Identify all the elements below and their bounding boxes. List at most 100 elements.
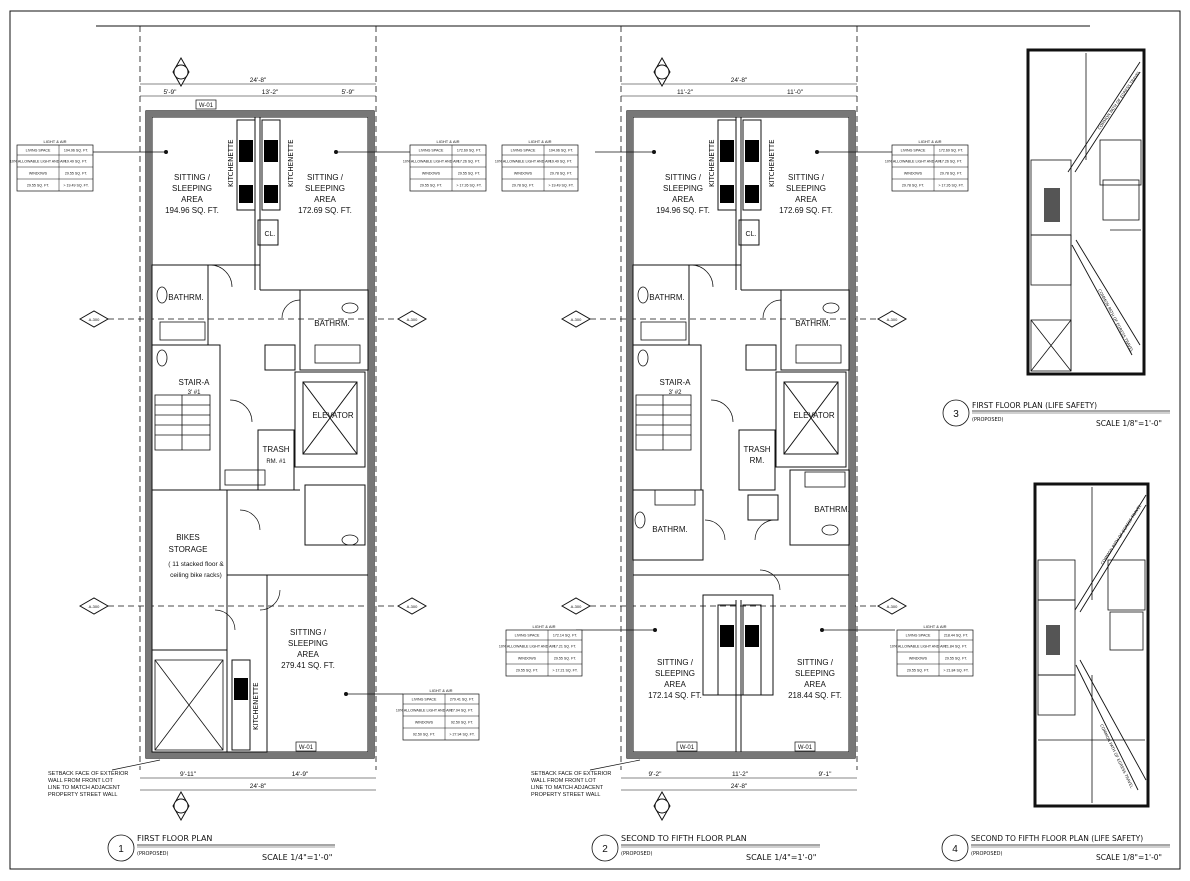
- plan-title-block: 2 SECOND TO FIFTH FLOOR PLAN (PROPOSED) …: [591, 834, 820, 862]
- table-cell-value: > 21.84 SQ. FT.: [943, 669, 968, 673]
- wall-fill-right: [368, 111, 374, 758]
- leader-dot: [820, 628, 824, 632]
- room-bikes-l1: BIKES: [176, 533, 200, 542]
- table-cell-value: 172.69 SQ. FT.: [939, 149, 963, 153]
- room-bathroom-right: BATHRM.: [795, 319, 830, 328]
- section-marker-left-2: A-300: [78, 597, 110, 615]
- svg-text:A-300: A-300: [887, 604, 898, 609]
- room-sitting-left-l2: SLEEPING: [663, 184, 703, 193]
- room-sitting-left-l1: SITTING /: [665, 173, 702, 182]
- setback-note: SETBACK FACE OF EXTERIOR WALL FROM FRONT…: [48, 771, 128, 798]
- plan-first-floor: SITTING / SLEEPING AREA 194.96 SQ. FT. S…: [48, 26, 428, 862]
- plan-scale: SCALE 1/4"=1'-0": [746, 853, 816, 862]
- table-frame: [501, 144, 579, 192]
- plan-title-block: 3 FIRST FLOOR PLAN (LIFE SAFETY) (PROPOS…: [942, 399, 1170, 428]
- plan-title-block: 4 SECOND TO FIFTH FLOOR PLAN (LIFE SAFET…: [941, 834, 1170, 862]
- room-bathroom-left: BATHRM.: [649, 293, 684, 302]
- table-cell-label: 29.78 SQ. FT.: [902, 184, 924, 188]
- table-cell-label: WINDOWS: [29, 172, 48, 176]
- elevator-shaft: [783, 381, 839, 455]
- table-cell-label: 29.55 SQ. FT.: [907, 669, 929, 673]
- section-marker-top: [653, 56, 671, 88]
- section-marker-top: [172, 56, 190, 88]
- door-swings: [690, 264, 782, 591]
- dim-top-a: 11'-2": [677, 89, 694, 96]
- dim-top-b: 11'-0": [787, 89, 804, 96]
- egress-path: [1074, 494, 1147, 791]
- table-cell-value: 17.26 SQ. FT.: [458, 160, 480, 164]
- plan-subtitle: (PROPOSED): [971, 851, 1003, 857]
- window-tags: W-01 W-01: [676, 741, 816, 752]
- table-frame: [409, 144, 487, 192]
- plan-subtitle: (PROPOSED): [621, 851, 653, 857]
- room-sitting-right-l1: SITTING /: [307, 173, 344, 182]
- table-cell-value: 29.55 SQ. FT.: [458, 172, 480, 176]
- leader-dot: [344, 692, 348, 696]
- plan-number-circle: [107, 834, 135, 862]
- room-labels: SITTING / SLEEPING AREA 194.96 SQ. FT. S…: [648, 173, 850, 700]
- table-cell-value: > 17.26 SQ. FT.: [456, 184, 481, 188]
- room-closet: CL.: [265, 231, 276, 238]
- table-header: LIGHT & AIR: [532, 624, 555, 629]
- table-cell-label: WINDOWS: [422, 172, 441, 176]
- table-cell-label: 10% ALLOWABLE LIGHT AND AIR: [495, 160, 552, 164]
- room-kitchenette-b: KITCHENETTE: [768, 139, 776, 187]
- room-bathroom-mid-left: BATHRM.: [652, 525, 687, 534]
- leader-dot: [164, 150, 168, 154]
- egress-path: [1067, 61, 1141, 356]
- plan-number: 1: [118, 844, 124, 855]
- table-header: LIGHT & AIR: [43, 139, 66, 144]
- room-trash-l1: TRASH: [262, 445, 289, 454]
- room-bikes-l3: ( 11 stacked floor &: [168, 561, 224, 568]
- svg-text:PROPERTY STREET WALL: PROPERTY STREET WALL: [531, 792, 600, 798]
- table-frame: [896, 629, 974, 677]
- section-marker-right-1: A-300: [876, 310, 908, 328]
- kitchenette-fixtures: [231, 119, 281, 751]
- leader-lines: [93, 151, 410, 771]
- table-frame: [505, 629, 583, 677]
- section-marker-bottom: [653, 790, 671, 822]
- room-bathroom-left: BATHRM.: [168, 293, 203, 302]
- room-sitting-bl-l4: 172.14 SQ. FT.: [648, 691, 702, 700]
- table-cell-label: 10% ALLOWABLE LIGHT AND AIR: [890, 645, 947, 649]
- table-cell-label: WINDOWS: [904, 172, 923, 176]
- svg-text:A-300: A-300: [407, 604, 418, 609]
- wall-fill-left: [627, 111, 633, 758]
- dim-bottom-overall: 24'-8": [250, 783, 267, 790]
- room-sitting-bottom-l2: SLEEPING: [288, 639, 328, 648]
- section-marker-left-2: A-300: [560, 597, 592, 615]
- room-sitting-left-l2: SLEEPING: [172, 184, 212, 193]
- stair-void: [154, 659, 224, 751]
- elevator-shaft: [302, 381, 358, 455]
- room-sitting-left-l4: 194.96 SQ. FT.: [656, 206, 710, 215]
- wall-fill-right: [849, 111, 855, 758]
- table-header: LIGHT & AIR: [918, 139, 941, 144]
- svg-text:A-300: A-300: [571, 604, 582, 609]
- room-sitting-right-l4: 172.69 SQ. FT.: [298, 206, 352, 215]
- svg-text:LINE TO MATCH ADJACENT: LINE TO MATCH ADJACENT: [531, 785, 604, 791]
- room-trash-l2: RM.: [750, 456, 765, 465]
- room-sitting-bottom-l3: AREA: [297, 650, 319, 659]
- table-cell-label: 92.50 SQ. FT.: [413, 733, 435, 737]
- room-sitting-left-l1: SITTING /: [174, 173, 211, 182]
- leader-dot: [815, 150, 819, 154]
- table-cell-value: 21.84 SQ. FT.: [945, 645, 967, 649]
- table-cell-label: LIVING SPACE: [26, 149, 51, 153]
- room-bikes-l4: ceiling bike racks): [170, 572, 222, 579]
- table-cell-value: 172.69 SQ. FT.: [457, 149, 481, 153]
- window-tag-bottom-left: W-01: [680, 745, 695, 751]
- table-header: LIGHT & AIR: [528, 139, 551, 144]
- room-sitting-br-l2: SLEEPING: [795, 669, 835, 678]
- leader-lines: [576, 151, 895, 771]
- sheet-border: [9, 10, 1181, 870]
- room-trash-l1: TRASH: [743, 445, 770, 454]
- window-tag-top: W-01: [199, 103, 214, 109]
- door-swings: [209, 264, 301, 631]
- room-labels: SITTING / SLEEPING AREA 194.96 SQ. FT. S…: [165, 173, 354, 670]
- section-marker-right-2: A-300: [876, 597, 908, 615]
